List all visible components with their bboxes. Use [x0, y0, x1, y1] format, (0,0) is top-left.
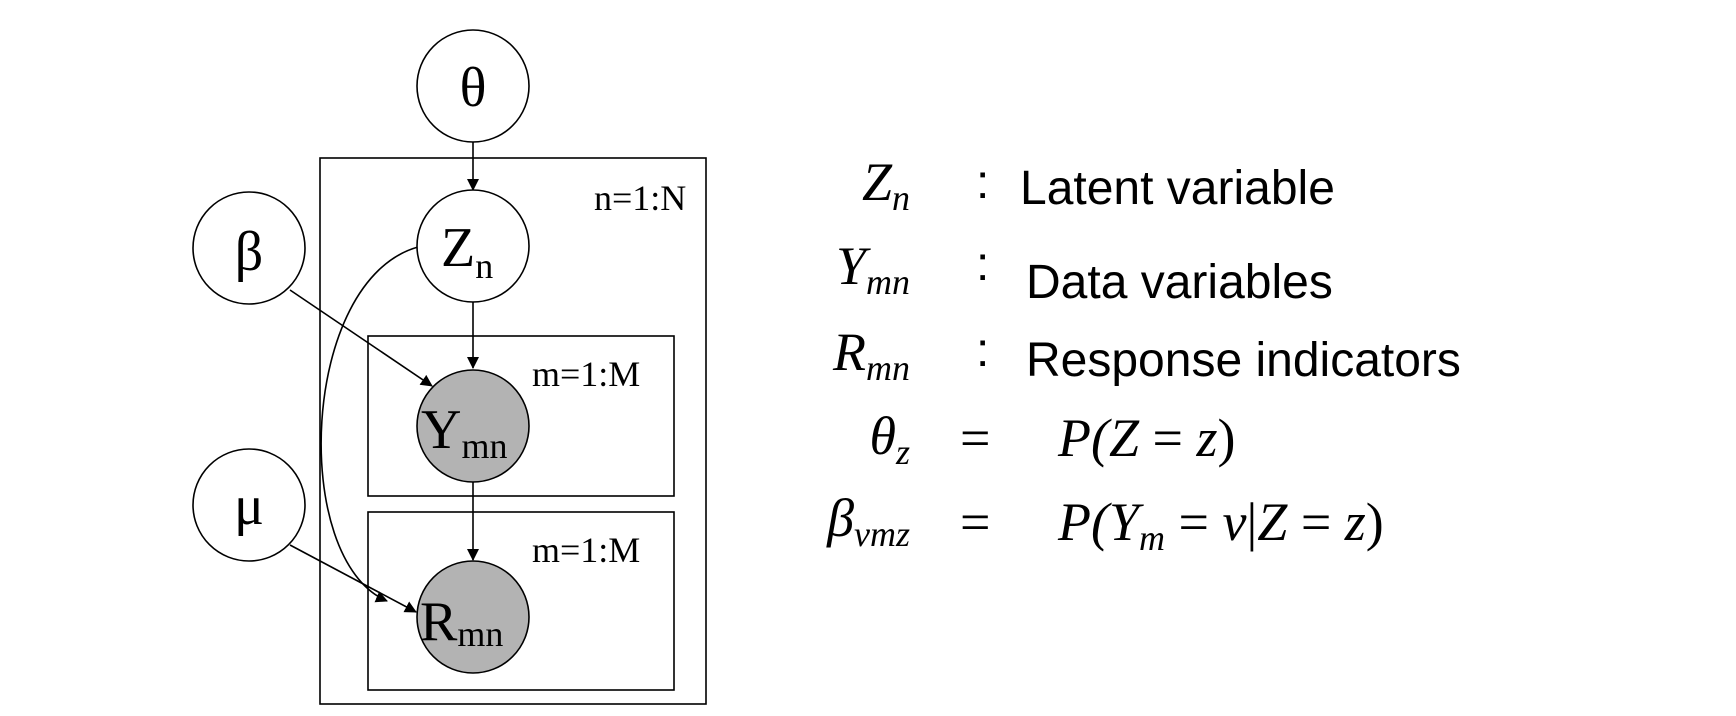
equation-beta-sym: β: [826, 488, 854, 548]
equation-beta-rhs-a: Y: [1109, 492, 1144, 552]
edge-beta-y: [289, 289, 433, 387]
legend-symbol-y-sub: mn: [866, 262, 910, 302]
equation-theta-rhs-close: ): [1218, 408, 1236, 468]
node-z-main: Z: [441, 217, 475, 279]
plate-outer-label: n=1:N: [594, 178, 686, 218]
equation-beta-rhs-eq2: =: [1287, 492, 1344, 552]
equation-theta-rhs-open: P(: [1057, 408, 1112, 468]
node-beta-label: β: [235, 221, 264, 283]
equation-beta: βvmz = P(Ym = v|Z = z): [826, 488, 1384, 558]
node-r: Rmn: [416, 560, 530, 674]
equation-beta-eq: =: [960, 492, 990, 552]
node-r-sub: mn: [457, 614, 503, 654]
legend-symbol-z-main: Z: [862, 152, 893, 212]
node-r-label: Rmn: [420, 591, 503, 654]
legend-sep-r: :: [976, 324, 989, 377]
plate-inner-r: [367, 511, 675, 691]
node-z-sub: n: [475, 246, 493, 286]
plate-inner-y-label: m=1:M: [532, 354, 640, 394]
node-mu-label: μ: [234, 475, 264, 537]
legend-symbol-y-main: Y: [836, 236, 871, 296]
plate-inner-r-label: m=1:M: [532, 530, 640, 570]
equation-beta-rhs-close: ): [1366, 492, 1384, 552]
legend-symbol-y: Ymn: [836, 236, 910, 302]
equation-theta-sub: z: [895, 432, 910, 472]
equation-theta-eq: =: [960, 408, 990, 468]
equation-beta-rhs-d: z: [1344, 492, 1366, 552]
equation-beta-rhs: P(Ym = v|Z = z): [1057, 492, 1384, 558]
node-theta-label: θ: [460, 57, 487, 119]
node-mu: μ: [192, 448, 306, 562]
legend-text-z: Latent variable: [1020, 162, 1335, 215]
equation-beta-rhs-b: v: [1222, 492, 1246, 552]
legend-symbol-r-sub: mn: [866, 348, 910, 388]
node-z: Zn: [416, 189, 530, 303]
legend-symbol-r-main: R: [832, 322, 866, 382]
node-beta: β: [192, 191, 306, 305]
equation-theta-rhs-b: z: [1195, 408, 1217, 468]
node-y-sub: mn: [461, 426, 507, 466]
legend-row-z: Zn : Latent variable: [862, 152, 1335, 218]
equation-beta-rhs-c: Z: [1257, 492, 1288, 552]
equation-beta-rhs-open: P(: [1057, 492, 1112, 552]
equation-theta-rhs-eq: =: [1139, 408, 1196, 468]
plate-outer: [319, 157, 707, 705]
legend-symbol-z-sub: n: [892, 178, 910, 218]
legend-row-r: Rmn : Response indicators: [832, 322, 1461, 388]
equation-theta: θz = P(Z = z): [869, 406, 1235, 472]
equation-beta-rhs-mid: |: [1246, 492, 1257, 552]
equation-beta-sub: vmz: [854, 514, 910, 554]
edge-z-r: [320, 246, 419, 603]
legend-sep-z: :: [976, 156, 989, 209]
node-y: Ymn: [416, 369, 530, 483]
equation-beta-lhs: βvmz: [826, 488, 910, 554]
node-r-main: R: [420, 591, 458, 653]
node-y-main: Y: [421, 399, 461, 461]
legend-row-y: Ymn : Data variables: [836, 236, 1333, 309]
equation-theta-rhs-a: Z: [1109, 408, 1140, 468]
legend-text-y: Data variables: [1026, 256, 1333, 309]
equation-beta-rhs-eq: =: [1165, 492, 1222, 552]
node-theta: θ: [416, 29, 530, 143]
node-z-label: Zn: [441, 217, 493, 286]
legend-text-r: Response indicators: [1026, 334, 1461, 387]
equation-beta-rhs-a-sub: m: [1139, 518, 1165, 558]
legend-symbol-r: Rmn: [832, 322, 910, 388]
equation-theta-lhs: θz: [869, 406, 910, 472]
edge-mu-r: [289, 544, 417, 613]
node-y-label: Ymn: [421, 399, 507, 466]
equation-theta-sym: θ: [869, 406, 896, 466]
equation-theta-rhs: P(Z = z): [1057, 408, 1235, 468]
legend-sep-y: :: [976, 238, 989, 291]
plate-inner-y: [367, 335, 675, 497]
legend-symbol-z: Zn: [862, 152, 910, 218]
